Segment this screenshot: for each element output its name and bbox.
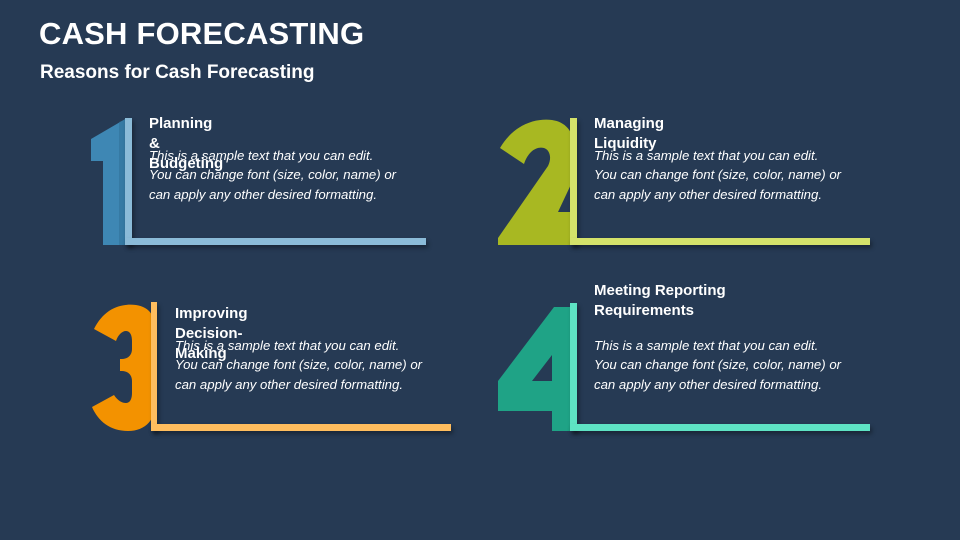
number-three-graphic: [92, 303, 156, 431]
item-body-1: This is a sample text that you can edit.…: [149, 148, 397, 202]
slide-subtitle: Reasons for Cash Forecasting: [40, 62, 315, 83]
accent-line-vertical-1: [125, 118, 132, 245]
number-four-graphic: [496, 303, 578, 431]
accent-line-vertical-4: [570, 303, 577, 431]
accent-line-horizontal-2: [570, 238, 870, 245]
accent-line-horizontal-3: [151, 424, 451, 431]
accent-line-horizontal-4: [570, 424, 870, 431]
item-heading-1: Planning & Budgeting: [149, 115, 224, 172]
accent-line-vertical-3: [151, 302, 157, 431]
item-heading-3: Improving Decision-Making: [175, 305, 248, 362]
item-heading-4: Meeting Reporting Requirements: [594, 282, 726, 319]
item-body-4: This is a sample text that you can edit.…: [594, 338, 842, 392]
item-heading-2: Managing Liquidity: [594, 115, 664, 152]
item-body-2: This is a sample text that you can edit.…: [594, 148, 842, 202]
item-body-3: This is a sample text that you can edit.…: [175, 338, 423, 392]
number-two-graphic: [496, 118, 576, 246]
accent-line-vertical-2: [570, 118, 577, 245]
number-one-graphic: [89, 118, 129, 246]
slide-title: CASH FORECASTING: [39, 16, 365, 51]
accent-line-horizontal-1: [125, 238, 426, 245]
